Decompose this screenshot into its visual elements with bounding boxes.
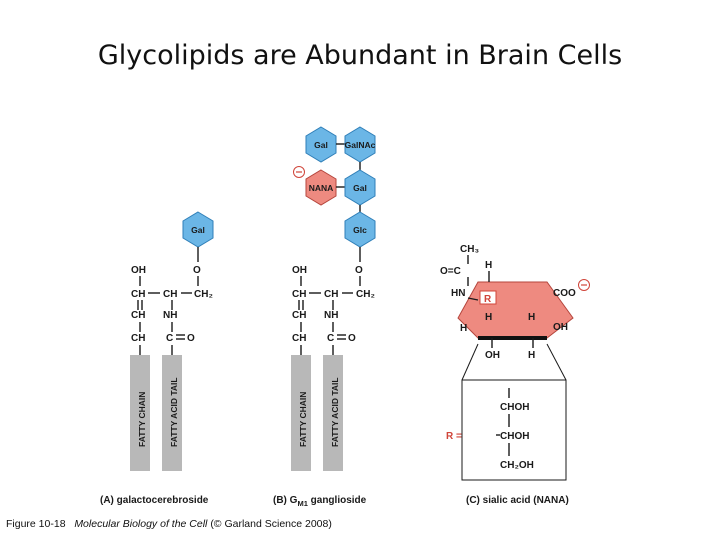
svg-text:FATTY ACID TAIL: FATTY ACID TAIL [169,377,179,447]
book-title: Molecular Biology of the Cell [74,518,208,530]
gal-sugar-a: Gal [182,211,214,248]
svg-text:H: H [528,350,535,361]
panel-b-label: (B) GM1 ganglioside [273,495,367,508]
gal-sugar-b-mid: Gal [344,169,376,206]
fatty-acid-tail-a [162,355,182,471]
svg-text:Glc: Glc [353,225,367,235]
coo-negative-charge-icon [578,279,590,291]
svg-text:R: R [484,294,492,305]
svg-text:FATTY ACID TAIL: FATTY ACID TAIL [330,377,340,447]
slide-title: Glycolipids are Abundant in Brain Cells [97,40,623,71]
sialic-acid-structure: CH₃ O=C H HN R H H H COO OH OH H R = CHO… [440,244,590,481]
r-group-detail-box [461,379,567,481]
svg-text:O: O [187,333,195,344]
svg-text:FATTY CHAIN: FATTY CHAIN [137,392,147,447]
svg-text:CHOH: CHOH [500,402,529,413]
fatty-chain-tail-b [291,355,311,471]
svg-text:OH: OH [292,265,307,276]
svg-text:CH: CH [131,333,145,344]
o-label: O [193,265,201,276]
figure-caption: Figure 10-18 Molecular Biology of the Ce… [6,518,332,530]
svg-text:CHOH: CHOH [500,431,529,442]
svg-text:C: C [327,333,334,344]
svg-text:H: H [460,323,467,334]
svg-text:CH: CH [324,289,338,300]
svg-text:H: H [485,312,492,323]
svg-text:Gal: Gal [353,183,367,193]
glc-sugar: Glc [344,211,376,248]
panel-c-label: (C) sialic acid (NANA) [466,495,569,506]
svg-text:O=C: O=C [440,266,461,277]
svg-text:Gal: Gal [314,140,328,150]
svg-text:NH: NH [324,310,338,321]
galnac-sugar: GalNAc [344,126,376,163]
gm1-ganglioside-structure: Gal GalNAc NANA Gal Glc OH O CH [291,126,376,471]
svg-text:CH: CH [292,333,306,344]
svg-text:CH: CH [292,289,306,300]
svg-text:GalNAc: GalNAc [345,140,376,150]
nana-sugar: NANA [305,169,337,206]
nana-negative-charge-icon [293,166,305,178]
copyright-credit: (© Garland Science 2008) [210,518,332,530]
svg-text:O: O [348,333,356,344]
svg-text:HN: HN [451,288,465,299]
svg-text:CH: CH [131,289,145,300]
svg-text:H: H [528,312,535,323]
r-group-box [479,290,497,305]
svg-text:NH: NH [163,310,177,321]
gal-sugar-b-top: Gal [305,126,337,163]
r-equals-label: R = [446,431,462,442]
svg-text:C: C [166,333,173,344]
svg-text:CH₂: CH₂ [194,289,213,300]
svg-text:OH: OH [553,322,568,333]
fatty-chain-tail-a [130,355,150,471]
svg-text:H: H [485,260,492,271]
svg-text:CH: CH [292,310,306,321]
svg-text:CH₂: CH₂ [356,289,375,300]
svg-text:O: O [355,265,363,276]
svg-text:CH₃: CH₃ [460,244,479,255]
panel-a-label: (A) galactocerebroside [100,495,209,506]
svg-text:NANA: NANA [309,183,334,193]
figure-number: Figure 10-18 [6,518,66,530]
oh-label: OH [131,265,146,276]
svg-text:Gal: Gal [191,225,205,235]
svg-text:CH₂OH: CH₂OH [500,460,534,471]
svg-text:CH: CH [163,289,177,300]
galactocerebroside-structure: Gal OH O CH CH CH₂ CH NH CH C O FATTY CH… [130,211,214,471]
svg-text:FATTY CHAIN: FATTY CHAIN [298,392,308,447]
svg-text:OH: OH [485,350,500,361]
svg-text:CH: CH [131,310,145,321]
fatty-acid-tail-b [323,355,343,471]
svg-text:COO: COO [553,288,576,299]
